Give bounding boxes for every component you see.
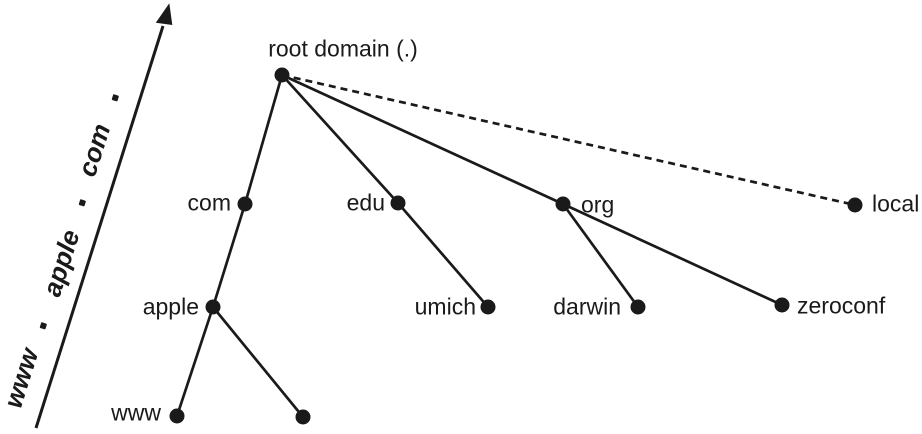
edge-root-local-dashed xyxy=(281,73,856,207)
edge-apple-www xyxy=(175,306,215,417)
edge-root-edu xyxy=(280,74,400,204)
node-dot-apple xyxy=(205,299,221,315)
fqdn-arrowhead-icon xyxy=(155,3,173,26)
edge-com-apple xyxy=(211,203,247,308)
fqdn-arrow-shaft xyxy=(34,25,165,429)
edge-org-darwin xyxy=(561,203,640,308)
node-label-org: org xyxy=(581,191,615,218)
node-dot-unnamed xyxy=(295,409,311,425)
node-label-apple: apple xyxy=(142,293,199,320)
tree-nodes-layer xyxy=(169,67,863,425)
node-dot-umich xyxy=(480,299,496,315)
node-label-com: com xyxy=(187,189,231,216)
node-label-www: www xyxy=(111,399,161,426)
node-dot-root xyxy=(274,67,290,83)
node-dot-darwin xyxy=(630,299,646,315)
node-label-zeroconf: zeroconf xyxy=(797,292,886,319)
edge-root-com xyxy=(243,74,284,205)
node-dot-org xyxy=(555,196,571,212)
node-label-local: local xyxy=(872,190,920,217)
edge-apple-unnamed xyxy=(211,306,305,418)
node-dot-zeroconf xyxy=(774,297,790,313)
tree-edges-layer xyxy=(175,73,856,418)
node-label-darwin: darwin xyxy=(553,293,621,320)
fqdn-arrow-layer xyxy=(34,3,173,429)
node-label-edu: edu xyxy=(346,189,385,216)
node-dot-edu xyxy=(390,195,406,211)
edge-edu-umich xyxy=(396,202,490,308)
edge-root-org xyxy=(281,73,564,206)
edge-org-zeroconf xyxy=(562,202,783,307)
node-dot-com xyxy=(237,196,253,212)
node-label-root: root domain (.) xyxy=(268,35,418,62)
node-dot-local xyxy=(847,197,863,213)
node-label-umich: umich xyxy=(414,293,476,320)
node-dot-www xyxy=(169,408,185,424)
